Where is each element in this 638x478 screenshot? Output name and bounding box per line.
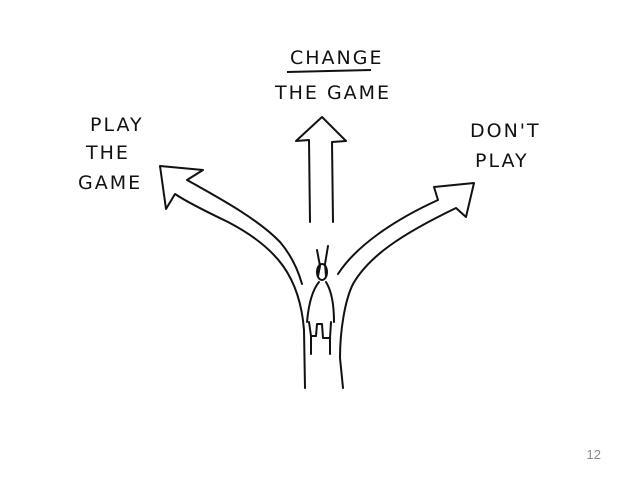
label-right-line1: DON'T (470, 120, 541, 142)
left-arrow (159, 165, 305, 331)
change-underline (286, 69, 372, 73)
label-right-line2: PLAY (475, 150, 529, 172)
label-change-line1: CHANGE (290, 47, 384, 69)
label-left-line2: THE (85, 142, 130, 164)
label-left-line3: GAME (78, 172, 142, 194)
label-change-line2: THE GAME (274, 82, 391, 104)
label-left-line1: PLAY (90, 114, 144, 136)
right-arrow (337, 182, 475, 359)
path-trunk (303, 329, 344, 389)
page-number: 12 (586, 447, 601, 462)
center-arrow (295, 116, 347, 223)
person-figure (306, 245, 335, 355)
